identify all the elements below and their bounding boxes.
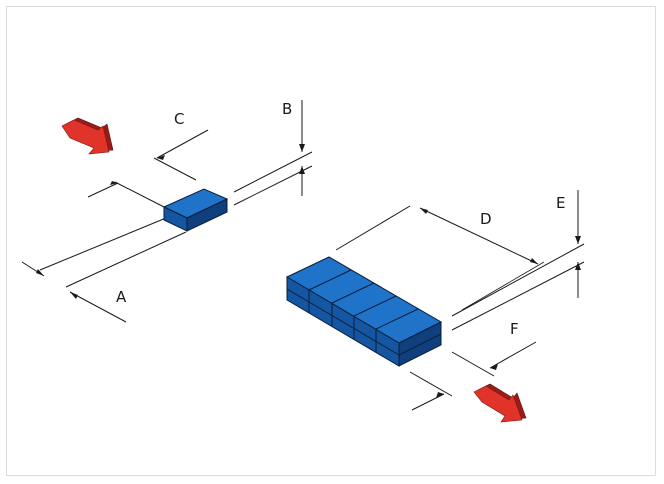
input-unit-box [162, 188, 229, 232]
label-a: A [116, 288, 127, 306]
dimension-d-lines [335, 205, 585, 317]
dimension-b-lines [233, 100, 313, 206]
diagram-frame [6, 6, 656, 476]
input-arrow-icon [61, 117, 114, 155]
dimension-f-lines [409, 341, 537, 411]
label-c: C [174, 110, 184, 128]
label-b: B [282, 100, 292, 118]
dimension-a-lines [21, 217, 187, 323]
output-pack-box [285, 256, 443, 367]
dimension-c-lines [87, 129, 209, 209]
label-f: F [510, 320, 519, 338]
label-d: D [480, 210, 492, 228]
dimension-e-lines [451, 190, 585, 331]
label-e: E [556, 194, 565, 212]
output-arrow-icon [473, 383, 527, 423]
